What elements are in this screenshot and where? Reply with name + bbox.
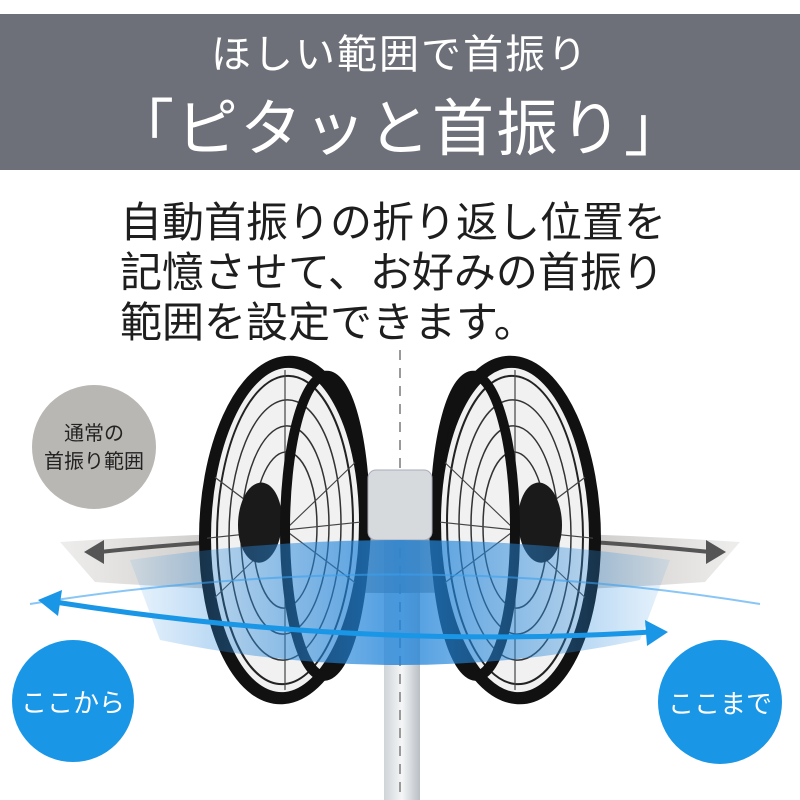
badge-label: ここまで bbox=[667, 689, 772, 720]
banner-subtitle: ほしい範囲で首振り bbox=[211, 32, 589, 78]
badge-label: 通常の bbox=[64, 421, 124, 445]
description-text: 自動首振りの折り返し位置を 記憶させて、お好みの首振り 範囲を設定できます。 bbox=[120, 198, 700, 348]
end-point-badge: ここまで bbox=[658, 640, 782, 764]
normal-swing-range-badge: 通常の 首振り範囲 bbox=[32, 385, 156, 509]
description-line: 範囲を設定できます。 bbox=[120, 298, 536, 347]
fan-swing-illustration bbox=[29, 350, 761, 800]
description-line: 自動首振りの折り返し位置を bbox=[120, 198, 667, 247]
badge-label: ここから bbox=[20, 688, 125, 719]
description-line: 記憶させて、お好みの首振り bbox=[120, 248, 664, 297]
blue-swing-arrow-icon bbox=[38, 590, 668, 646]
start-point-badge: ここから bbox=[12, 640, 134, 762]
banner-title: 「ピタッと首振り」 bbox=[111, 92, 688, 165]
custom-swing-area bbox=[130, 540, 670, 665]
fan-joint bbox=[367, 469, 433, 541]
header-banner: ほしい範囲で首振り 「ピタッと首振り」 bbox=[0, 14, 800, 170]
badge-label: 首振り範囲 bbox=[44, 449, 144, 473]
